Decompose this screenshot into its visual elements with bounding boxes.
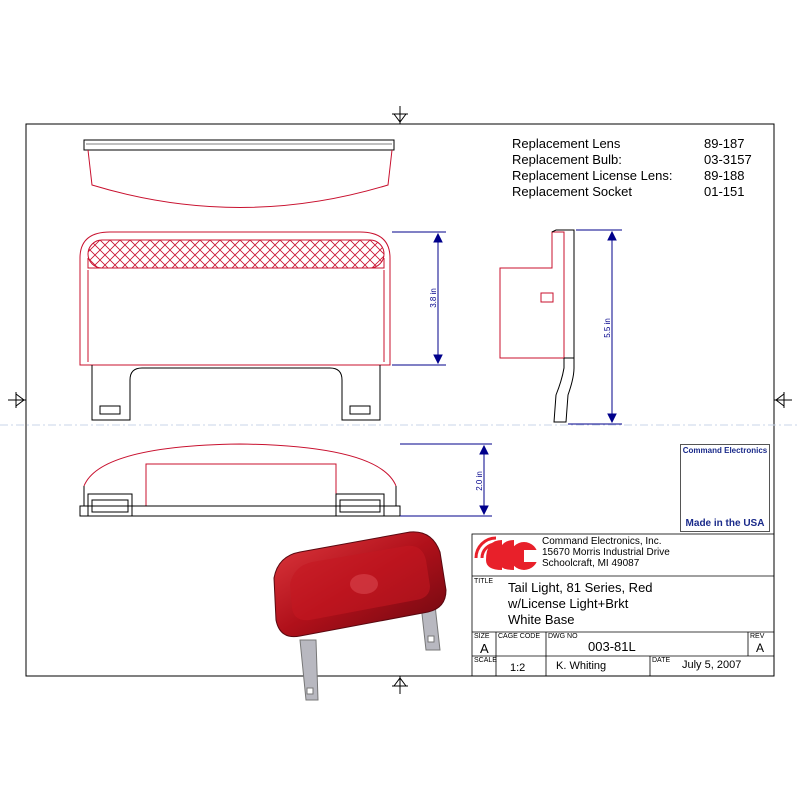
parts-row: Replacement Socket 01-151 — [512, 184, 772, 200]
made-in-usa-badge: Command Electronics Made in the USA — [680, 444, 770, 532]
cage-code-label: CAGE CODE — [498, 633, 541, 640]
scale-label: SCALE — [474, 657, 497, 664]
top-view-lens — [83, 139, 395, 208]
title-line1: Tail Light, 81 Series, Red — [508, 580, 653, 595]
dwg-no-label: DWG NO — [548, 633, 578, 640]
drawn-by: K. Whiting — [556, 660, 607, 672]
size-label: SIZE — [474, 633, 490, 640]
dimension-side-height-label: 5.5 in — [603, 318, 612, 338]
replacement-parts-list: Replacement Lens 89-187 Replacement Bulb… — [512, 136, 772, 200]
side-view — [499, 229, 575, 423]
drawing-title: Tail Light, 81 Series, Red w/License Lig… — [508, 580, 653, 628]
badge-brand: Command Electronics — [682, 446, 768, 455]
company-address-line2: Schoolcraft, MI 49087 — [542, 558, 640, 569]
dimension-front-height — [392, 231, 446, 366]
badge-caption: Made in the USA — [685, 518, 765, 529]
parts-label: Replacement Socket — [512, 184, 632, 199]
front-view — [79, 231, 391, 421]
date-label: DATE — [652, 657, 671, 664]
parts-number: 89-187 — [704, 136, 745, 151]
dimension-bottom-height-label: 2.0 in — [475, 471, 484, 491]
dimension-side-height — [568, 229, 622, 425]
rev-value: A — [756, 641, 765, 655]
parts-row: Replacement Lens 89-187 — [512, 136, 772, 152]
parts-number: 01-151 — [704, 184, 745, 199]
bottom-view — [79, 443, 401, 517]
title-label: TITLE — [474, 578, 494, 585]
title-line3: White Base — [508, 612, 575, 627]
parts-row: Replacement Bulb: 03-3157 — [512, 152, 772, 168]
company-logo — [474, 536, 540, 570]
company-address-line1: 15670 Morris Industrial Drive — [542, 547, 670, 558]
center-marker-top — [392, 106, 408, 124]
center-marker-bottom — [392, 676, 408, 694]
center-marker-left — [8, 392, 26, 408]
product-photo — [273, 531, 447, 701]
company-info: Command Electronics, Inc. 15670 Morris I… — [542, 536, 670, 569]
dwg-no-value: 003-81L — [588, 639, 636, 654]
parts-label: Replacement License Lens: — [512, 168, 673, 183]
dimension-front-height-label: 3.8 in — [429, 288, 438, 308]
parts-number: 03-3157 — [704, 152, 752, 167]
parts-row: Replacement License Lens: 89-188 — [512, 168, 772, 184]
company-name: Command Electronics, Inc. — [542, 536, 662, 547]
dimension-bottom-height — [400, 443, 492, 517]
scale-value: 1:2 — [510, 662, 526, 674]
size-value: A — [480, 641, 489, 656]
title-line2: w/License Light+Brkt — [508, 596, 629, 611]
parts-number: 89-188 — [704, 168, 745, 183]
parts-label: Replacement Lens — [512, 136, 621, 151]
title-block — [471, 533, 775, 677]
rev-label: REV — [750, 633, 765, 640]
parts-label: Replacement Bulb: — [512, 152, 622, 167]
date-value: July 5, 2007 — [682, 659, 742, 671]
center-marker-right — [774, 392, 792, 408]
